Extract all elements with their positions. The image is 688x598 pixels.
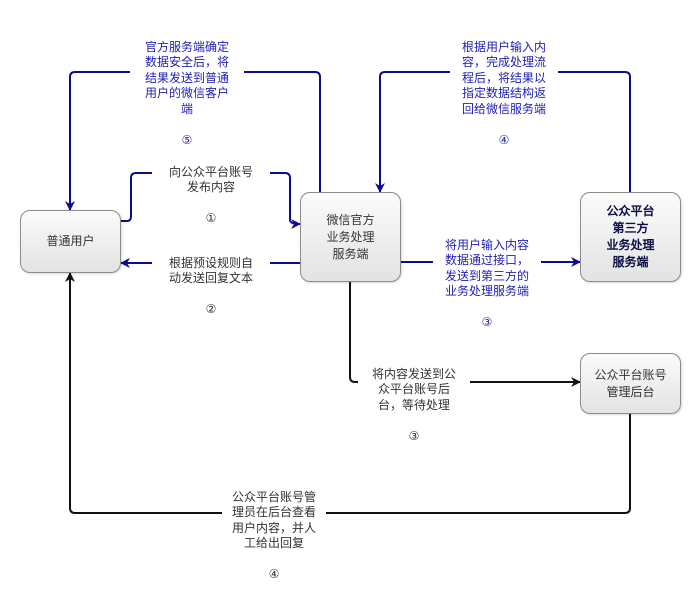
label-step4-manual-number: ④ <box>268 567 280 581</box>
label-step1: 向公众平台账号 发布内容 ① <box>152 149 270 242</box>
edge-step4-manual <box>65 272 631 514</box>
label-step4-manual-text: 公众平台账号管 理员在后台查看 用户内容，并人 工给出回复 <box>231 489 316 551</box>
label-step3-backend-text: 将内容发送到公 众平台账号后 台，等待处理 <box>371 366 456 412</box>
label-step5-number: ⑤ <box>181 132 193 147</box>
label-step2-number: ② <box>205 302 217 316</box>
node-account-backend: 公众平台账号 管理后台 <box>580 353 681 414</box>
label-step3-backend-number: ③ <box>408 428 420 443</box>
label-step3-backend: 将内容发送到公 众平台账号后 台，等待处理 ③ <box>358 351 470 460</box>
node-third-party-server-label: 公众平台 第三方 业务处理 服务端 <box>606 204 655 269</box>
label-step4-return: 根据用户输入内 容，完成处理流 程后，将结果以 指定数据结构返 回给微信服务端 … <box>450 24 558 164</box>
node-wechat-server: 微信官方 业务处理 服务端 <box>300 192 401 282</box>
label-step3-api-text: 将用户输入内容 数据通过接口， 发送到第三方的 业务处理服务端 <box>444 237 529 299</box>
node-ordinary-user-label: 普通用户 <box>46 234 95 248</box>
label-step4-return-text: 根据用户输入内 容，完成处理流 程后，将结果以 指定数据结构返 回给微信服务端 <box>461 39 546 116</box>
edge-step1 <box>121 172 301 229</box>
edge-step3-backend <box>349 282 581 387</box>
label-step1-number: ① <box>205 211 217 225</box>
label-step1-text: 向公众平台账号 发布内容 <box>168 164 253 195</box>
connector-layer <box>65 71 631 514</box>
node-third-party-server: 公众平台 第三方 业务处理 服务端 <box>580 192 681 282</box>
label-step2-text: 根据预设规则自 动发送回复文本 <box>168 255 253 286</box>
node-account-backend-label: 公众平台账号 管理后台 <box>594 367 667 399</box>
label-step2: 根据预设规则自 动发送回复文本 ② <box>152 240 270 333</box>
node-wechat-server-label: 微信官方 业务处理 服务端 <box>326 212 375 261</box>
label-step3-api: 将用户输入内容 数据通过接口， 发送到第三方的 业务处理服务端 ③ <box>433 222 541 346</box>
label-step5: 官方服务端确定 数据安全后，将 结果发送到普通 用户的微信客户 端 ⑤ <box>130 24 244 164</box>
label-step3-api-number: ③ <box>481 315 493 329</box>
label-step4-manual: 公众平台账号管 理员在后台查看 用户内容，并人 工给出回复 ④ <box>222 474 326 598</box>
node-ordinary-user: 普通用户 <box>20 210 121 273</box>
label-step4-return-number: ④ <box>498 132 510 147</box>
label-step5-text: 官方服务端确定 数据安全后，将 结果发送到普通 用户的微信客户 端 <box>144 39 229 116</box>
